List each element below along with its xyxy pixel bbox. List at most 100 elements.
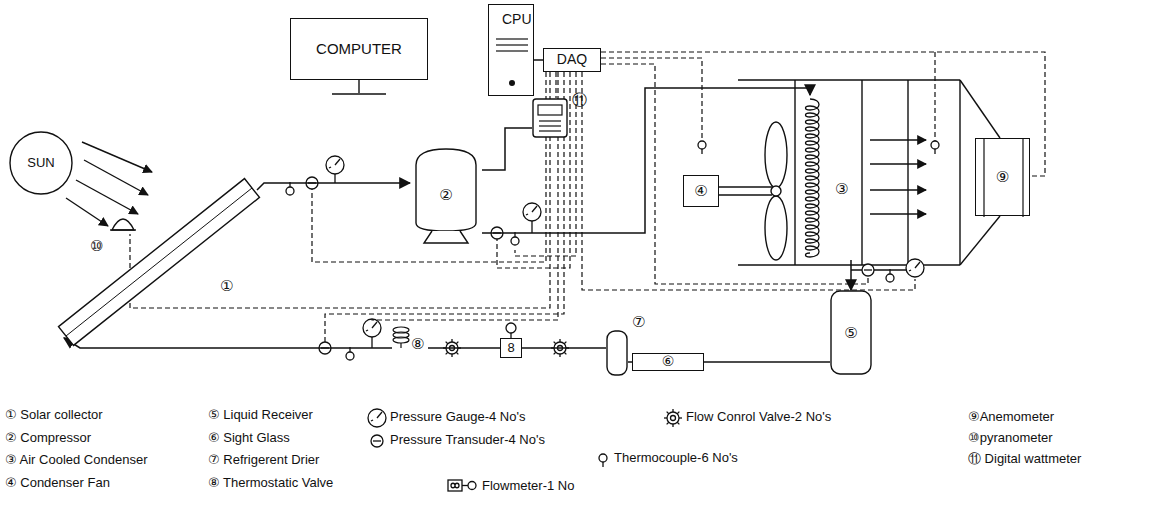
drawing-line bbox=[864, 269, 872, 270]
refrigerant-pipe bbox=[704, 361, 830, 363]
drawing-polyline bbox=[601, 64, 868, 284]
drawing-polyline bbox=[130, 72, 550, 308]
drawing-circle bbox=[10, 132, 72, 194]
node-text: ⑦ bbox=[632, 314, 645, 331]
node-text: ⑪ bbox=[572, 92, 587, 109]
pyranometer: ⑩ bbox=[110, 214, 136, 232]
drawing-rect bbox=[448, 480, 462, 491]
drawing-line bbox=[462, 485, 468, 486]
drawing-line bbox=[738, 264, 960, 265]
legend-label: ⑨Anemometer bbox=[968, 410, 1054, 424]
node-text: ① bbox=[220, 278, 233, 295]
drawing-polyline bbox=[934, 52, 935, 141]
drawing-circle bbox=[906, 259, 924, 277]
flowmeter-sensor bbox=[506, 323, 516, 338]
flowmeter: 8 bbox=[500, 338, 522, 358]
drawing-line bbox=[377, 412, 382, 418]
drawing-rect bbox=[607, 331, 627, 375]
drawing-line bbox=[531, 221, 532, 233]
drawing-circle bbox=[511, 237, 519, 245]
drawing-line bbox=[366, 330, 368, 331]
node-text: ② bbox=[439, 187, 452, 204]
air-cooled-condenser-shape bbox=[798, 95, 860, 260]
drawing-line bbox=[602, 462, 603, 467]
drawing-line bbox=[861, 80, 862, 265]
legend-label: ⑦ Refrigerent Drier bbox=[208, 453, 319, 467]
drawing-path bbox=[806, 99, 820, 257]
drawing-line bbox=[1022, 139, 1023, 217]
drawing-line bbox=[332, 93, 386, 94]
drawing-circle bbox=[346, 352, 354, 360]
refrigerant-pipe bbox=[428, 347, 500, 349]
drawing-polyline bbox=[515, 72, 576, 256]
node-text: 8 bbox=[507, 341, 514, 355]
drawing-line bbox=[539, 125, 561, 126]
refrigerant-pipe bbox=[482, 128, 532, 170]
drawing-path bbox=[416, 149, 476, 231]
drawing-polyline bbox=[601, 58, 702, 141]
drawing-circle bbox=[368, 409, 386, 427]
drawing-line bbox=[915, 262, 920, 268]
legend-label: ① Solar collector bbox=[5, 408, 103, 422]
condenser-fan: ④ bbox=[683, 175, 719, 207]
drawing-line bbox=[334, 174, 335, 183]
drawing-line bbox=[371, 337, 372, 348]
fan-blades bbox=[719, 122, 787, 260]
legend-text: Pressure Transuder-4 No's bbox=[390, 433, 545, 447]
drawing-line bbox=[701, 149, 702, 154]
legend-text: Flowmeter-1 No bbox=[482, 479, 574, 493]
drawing-line bbox=[496, 38, 528, 39]
drawing-line bbox=[82, 142, 152, 172]
refrigerant-pipe bbox=[482, 88, 810, 233]
drawing-line bbox=[76, 180, 138, 214]
sensor-wires bbox=[130, 52, 1045, 342]
refrigerant-pipe bbox=[534, 59, 543, 61]
drawing-line bbox=[738, 79, 960, 80]
legend-text: Flow Conrol Valve-2 No's bbox=[686, 410, 831, 424]
drawing-line bbox=[539, 120, 561, 121]
drawing-rect bbox=[538, 105, 562, 115]
legend-label: ③ Air Cooled Condenser bbox=[5, 453, 147, 467]
drawing-line bbox=[110, 229, 136, 230]
pyranometer-shape bbox=[110, 214, 136, 232]
drawing-line bbox=[960, 216, 1000, 265]
drawing-circle bbox=[886, 274, 894, 282]
drawing-line bbox=[907, 80, 908, 265]
node-text: SUN bbox=[27, 156, 54, 170]
drawing-line bbox=[373, 440, 381, 441]
sight-glass: ⑥ bbox=[632, 353, 704, 371]
drawing-ellipse bbox=[393, 337, 409, 343]
drawing-circle bbox=[599, 454, 607, 462]
drawing-circle bbox=[509, 80, 515, 86]
legend-text: Pressure Gauge-4 No's bbox=[390, 410, 525, 424]
anemometer: ⑨ bbox=[975, 138, 1030, 216]
drawing-rect bbox=[533, 99, 567, 137]
refrigerant-drier-shape bbox=[606, 330, 628, 376]
drawing-line bbox=[329, 167, 331, 168]
daq-box: DAQ bbox=[543, 48, 601, 72]
drawing-circle bbox=[506, 323, 516, 333]
node-text: ⑤ bbox=[844, 324, 857, 341]
drawing-line bbox=[851, 269, 908, 270]
drawing-rect bbox=[831, 291, 871, 374]
sensors bbox=[286, 141, 939, 491]
sun-circle: SUN bbox=[8, 130, 74, 196]
node-text: ⑩ bbox=[90, 238, 103, 255]
drawing-circle bbox=[671, 416, 676, 421]
drawing-line bbox=[532, 206, 537, 212]
drawing-line bbox=[934, 149, 935, 154]
drawing-path bbox=[451, 483, 459, 488]
legend-label: ⑥ Sight Glass bbox=[208, 431, 290, 445]
drawing-polyline bbox=[582, 72, 915, 290]
refrigerant-pipe bbox=[64, 338, 392, 348]
drawing-circle bbox=[862, 264, 874, 276]
drawing-line bbox=[983, 139, 984, 217]
digital-wattmeter: ⑪ bbox=[532, 98, 568, 138]
drawing-line bbox=[870, 163, 926, 164]
drawing-line bbox=[66, 188, 252, 336]
legend-label: ⑪ Digital wattmeter bbox=[968, 452, 1081, 466]
drawing-polyline bbox=[372, 72, 558, 320]
drawing-circle bbox=[698, 141, 706, 149]
drawing-line bbox=[400, 343, 401, 348]
